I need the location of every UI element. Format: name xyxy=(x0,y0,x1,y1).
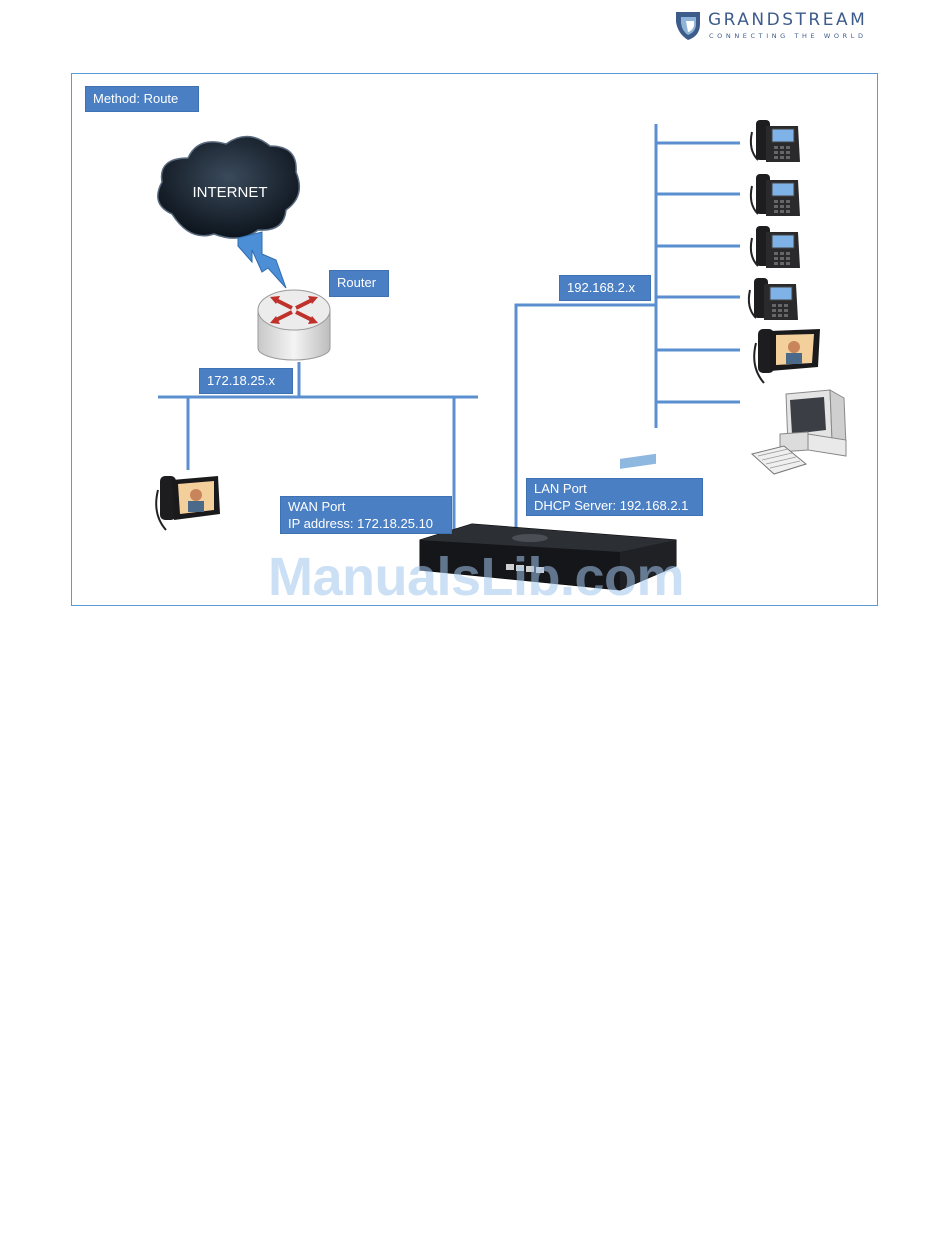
router-label: Router xyxy=(329,270,389,297)
lan-port-title: LAN Port xyxy=(534,480,695,497)
lan-subnet-label: 192.168.2.x xyxy=(559,275,651,301)
wan-port-title: WAN Port xyxy=(288,498,444,515)
wan-port-ip: IP address: 172.18.25.10 xyxy=(288,515,444,532)
wan-port-label: WAN Port IP address: 172.18.25.10 xyxy=(280,496,452,534)
cloud-icon: INTERNET xyxy=(158,136,300,238)
video-phone-icon xyxy=(754,329,820,383)
wan-subnet-label: 172.18.25.x xyxy=(199,368,293,394)
internet-label: INTERNET xyxy=(193,184,268,201)
router-icon xyxy=(258,290,330,360)
ip-phone-icon xyxy=(751,174,800,216)
method-label: Method: Route xyxy=(85,86,199,112)
lightning-icon xyxy=(238,232,286,288)
watermark: ManualsLib.com xyxy=(268,546,684,608)
lan-port-dhcp: DHCP Server: 192.168.2.1 xyxy=(534,497,695,514)
ip-phone-icon xyxy=(749,278,798,320)
video-phone-icon xyxy=(156,476,220,530)
desktop-computer-icon xyxy=(752,390,846,474)
lan-port-label: LAN Port DHCP Server: 192.168.2.1 xyxy=(526,478,703,516)
ip-phone-icon xyxy=(751,226,800,268)
ip-phone-icon xyxy=(751,120,800,162)
